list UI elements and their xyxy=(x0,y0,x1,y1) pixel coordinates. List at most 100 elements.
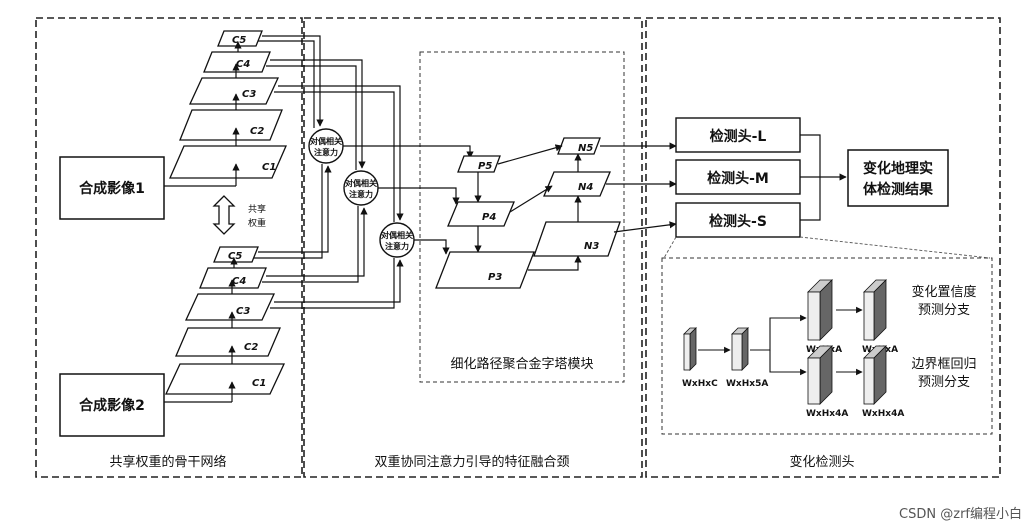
bottom-c1-label: C1 xyxy=(252,378,266,389)
result-line2: 体检测结果 xyxy=(863,181,934,198)
head-s-box xyxy=(675,202,801,238)
attention-2-line1: 对偶相关 xyxy=(345,178,377,188)
split-lower xyxy=(769,350,807,376)
c4-bottom-to-att2 xyxy=(266,207,368,277)
tensor-wh5a-label: WxHx5A xyxy=(726,379,768,389)
top-c1-map xyxy=(169,145,287,179)
image1-box xyxy=(59,156,165,220)
tensor-wh4a-2-label: WxHx4A xyxy=(862,409,904,419)
top-c5-map xyxy=(217,30,263,47)
c4-top-to-att2-b xyxy=(266,65,357,170)
backbone-section xyxy=(35,17,303,478)
pyramid-section xyxy=(419,51,625,383)
att3-to-p3 xyxy=(414,239,450,255)
branch1-line1: 变化置信度 xyxy=(911,284,976,300)
p4-to-n4 xyxy=(509,185,553,213)
shared-weight-arrow xyxy=(212,195,236,235)
p3-node xyxy=(435,251,535,289)
tensor-whc-label: WxHxC xyxy=(682,379,718,389)
tensor-whc xyxy=(683,327,697,371)
bottom-c2-map xyxy=(175,327,281,357)
attention-3-line2: 注意力 xyxy=(385,241,409,251)
attention-3-line1: 对偶相关 xyxy=(381,230,413,240)
top-c3-label: C3 xyxy=(242,89,256,100)
tensor-wh4a-2 xyxy=(863,345,887,405)
n4-label: N4 xyxy=(578,182,593,193)
head-s-label: 检测头-S xyxy=(709,213,767,230)
head-s-callout-left xyxy=(663,236,677,259)
watermark: CSDN @zrf编程小白 xyxy=(899,506,1022,522)
top-c2-map xyxy=(179,109,283,141)
bottom-c4-label: C4 xyxy=(232,276,246,287)
fusion-title: 双重协同注意力引导的特征融合颈 xyxy=(374,454,569,470)
top-c2-label: C2 xyxy=(250,126,264,137)
top-c5-label: C5 xyxy=(232,35,246,46)
shared-weight-line1: 共享 xyxy=(248,203,266,215)
fusion-section xyxy=(303,17,643,478)
c5-top-to-att1 xyxy=(262,35,324,127)
tensor-wh4a-1-label: WxHx4A xyxy=(806,409,848,419)
image2-label: 合成影像2 xyxy=(79,397,145,414)
bottom-c1-map xyxy=(164,363,286,395)
result-box xyxy=(847,149,949,207)
p4-label: P4 xyxy=(482,212,496,223)
attention-module-3 xyxy=(379,222,415,258)
top-c3-map xyxy=(188,77,280,105)
p5-node xyxy=(457,155,501,173)
c3-bottom-to-att3-b xyxy=(270,258,395,309)
tensor-wha-1 xyxy=(807,279,833,341)
head-l-label: 检测头-L xyxy=(710,128,767,145)
p5-to-n5 xyxy=(497,144,563,165)
detect-title: 变化检测头 xyxy=(789,454,854,470)
branch1-line2: 预测分支 xyxy=(918,303,970,318)
n3-to-head-s xyxy=(613,221,677,233)
attention-module-2 xyxy=(343,170,379,206)
result-line1: 变化地理实 xyxy=(863,160,933,177)
branch2-line1: 边界框回归 xyxy=(911,357,976,372)
c4-top-to-att2 xyxy=(270,59,366,169)
pyramid-title: 细化路径聚合金字塔模块 xyxy=(450,356,593,372)
head-m-label: 检测头-M xyxy=(707,170,769,187)
bottom-c3-label: C3 xyxy=(236,306,250,317)
top-c1-label: C1 xyxy=(262,162,276,173)
bottom-c2-label: C2 xyxy=(244,342,258,353)
attention-1-line2: 注意力 xyxy=(314,147,338,157)
c3-top-to-att3-b xyxy=(274,91,395,222)
bottom-c3-map xyxy=(184,293,276,321)
c3-bottom-to-att3 xyxy=(274,259,404,303)
tensor-wha-2 xyxy=(863,279,887,341)
attention-2-line2: 注意力 xyxy=(349,189,373,199)
bottom-c5-map xyxy=(213,246,259,263)
att1-to-p5 xyxy=(343,145,474,159)
top-c4-map xyxy=(203,51,271,73)
backbone-title: 共享权重的骨干网络 xyxy=(109,454,226,470)
head-l-box xyxy=(675,117,801,153)
top-c4-label: C4 xyxy=(236,59,250,70)
c4-bottom-to-att2-b xyxy=(262,206,359,283)
detail-section xyxy=(661,257,993,435)
p3-label: P3 xyxy=(488,272,502,283)
tensor-wh5a xyxy=(731,327,749,371)
n5-label: N5 xyxy=(578,143,593,154)
c5-bottom-to-att1 xyxy=(258,165,332,253)
c5-bottom-to-att1-b xyxy=(254,164,323,259)
attention-1-line1: 对偶相关 xyxy=(310,136,342,146)
image2-box xyxy=(59,373,165,437)
head-s-callout-right xyxy=(799,236,991,259)
attention-module-1 xyxy=(308,128,344,164)
p3-to-n3 xyxy=(528,255,582,271)
c5-top-to-att1-b xyxy=(258,40,315,128)
c3-top-to-att3 xyxy=(278,85,404,221)
p5-label: P5 xyxy=(478,161,492,172)
bottom-c4-map xyxy=(199,267,267,289)
att2-to-p4 xyxy=(378,187,460,205)
bottom-c5-label: C5 xyxy=(228,251,242,262)
branch2-line2: 预测分支 xyxy=(918,375,970,390)
shared-weight-line2: 权重 xyxy=(248,217,266,229)
n3-label: N3 xyxy=(584,241,599,252)
detect-section xyxy=(645,17,1001,478)
image1-label: 合成影像1 xyxy=(79,180,145,197)
p4-node xyxy=(447,201,515,227)
n3-node xyxy=(533,221,621,257)
